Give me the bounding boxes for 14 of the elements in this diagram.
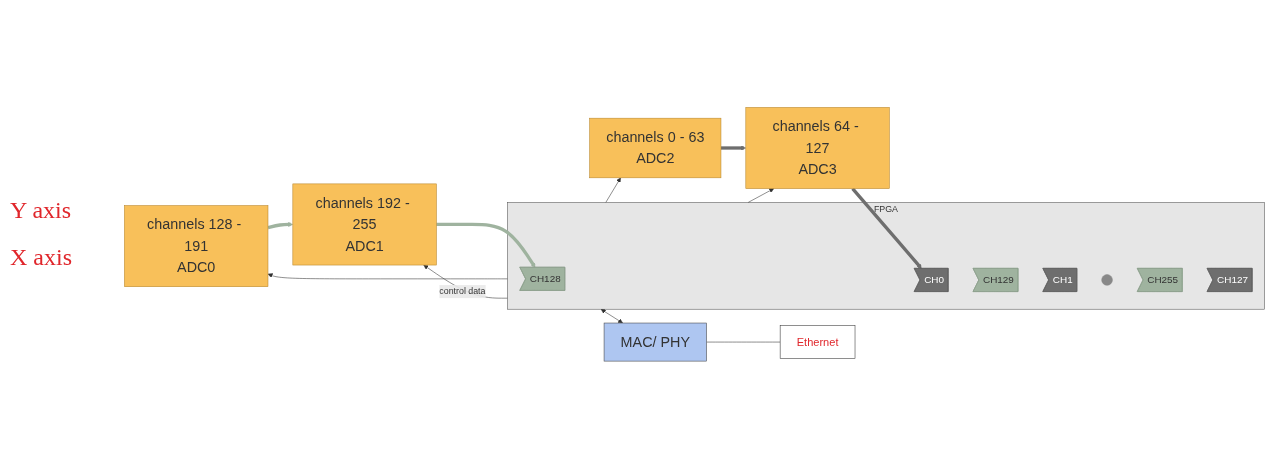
arrow <box>851 187 922 269</box>
axis-label: Y axis <box>10 197 73 224</box>
arrow <box>267 221 294 229</box>
node-box: channels 0 - 63 ADC2 <box>589 117 722 178</box>
node-box: channels 128 - 191 ADC0 <box>124 205 269 287</box>
node-box: MAC/ PHY <box>603 322 707 362</box>
node-box: channels 64 - 127 ADC3 <box>745 106 890 189</box>
node-box: Ethernet <box>779 324 856 359</box>
arrow <box>720 145 747 151</box>
edge-label: control data <box>439 286 486 296</box>
node-box: channels 192 - 255 ADC1 <box>292 183 437 266</box>
node-dots <box>1101 274 1113 286</box>
axis-label: X axis <box>10 244 73 271</box>
arrow <box>436 222 536 268</box>
